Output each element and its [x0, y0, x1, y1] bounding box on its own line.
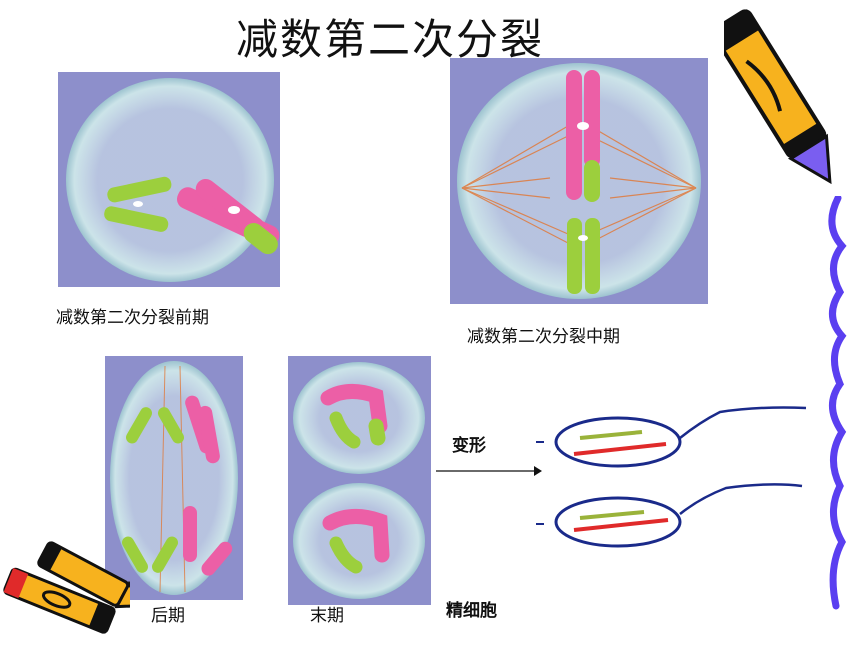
arrow-right-icon — [436, 466, 542, 476]
chromosome-pink — [566, 70, 600, 202]
telophase-caption: 末期 — [310, 606, 344, 626]
sperm-cells-diagram — [536, 406, 807, 548]
anaphase-panel — [105, 356, 243, 600]
page-title: 减数第二次分裂 — [235, 15, 544, 64]
crayon-pile-icon — [3, 541, 130, 634]
sperm-cell-icon — [536, 483, 803, 548]
chromosome-green — [104, 176, 172, 232]
cell-membrane — [293, 483, 425, 599]
chromosome-pink-green — [176, 178, 280, 255]
spindle-fibers — [461, 125, 697, 244]
chromosome-green — [567, 218, 600, 294]
telophase-cell-bottom — [293, 483, 425, 599]
anaphase-caption: 后期 — [151, 606, 185, 626]
transform-label: 变形 — [452, 436, 486, 456]
prophase-cell-diagram — [66, 78, 280, 282]
prophase-panel — [58, 72, 280, 287]
anaphase-cell-diagram — [110, 361, 238, 595]
chromosome-green-bottom — [122, 536, 178, 573]
chromosome-pink-bottom — [183, 506, 233, 576]
telophase-panel-top — [288, 356, 431, 477]
metaphase-panel — [450, 58, 708, 304]
sperm-caption: 精细胞 — [446, 601, 497, 621]
prophase-caption: 减数第二次分裂前期 — [56, 308, 209, 328]
telophase-cell-top — [293, 362, 425, 474]
pen-stroke-icon — [828, 196, 847, 610]
yellow-crayon-icon — [724, 9, 832, 185]
telophase-panel-bottom — [288, 477, 431, 605]
sperm-cell-icon — [536, 406, 807, 468]
cell-membrane — [293, 362, 425, 474]
metaphase-caption: 减数第二次分裂中期 — [467, 327, 620, 347]
chromosome-green-top — [126, 407, 184, 444]
chromosome-pink-top — [185, 395, 220, 464]
metaphase-cell-diagram — [457, 63, 701, 299]
